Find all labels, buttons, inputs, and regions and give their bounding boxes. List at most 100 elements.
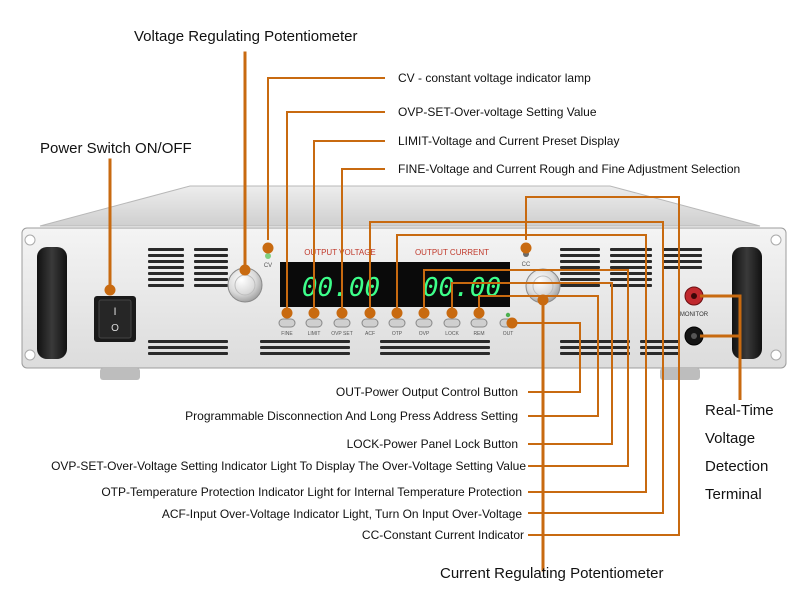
callout-dot-otp bbox=[391, 307, 403, 319]
vent-slot bbox=[148, 272, 184, 275]
callout-dot-rem bbox=[473, 307, 485, 319]
vent-slot bbox=[610, 266, 652, 269]
vent-slot bbox=[610, 260, 652, 263]
vent-slot bbox=[148, 346, 228, 349]
panel-button-label: FINE bbox=[281, 331, 293, 337]
callout-dot-cv bbox=[262, 242, 274, 254]
vent-slot bbox=[640, 352, 680, 355]
leader-lock bbox=[451, 282, 613, 445]
vent-slot bbox=[560, 278, 600, 281]
vent-slot bbox=[662, 260, 702, 263]
vent-slot bbox=[260, 346, 350, 349]
callout-rem: Programmable Disconnection And Long Pres… bbox=[185, 409, 518, 423]
mount-hole bbox=[770, 349, 782, 361]
vent-slot bbox=[194, 260, 228, 263]
mount-hole bbox=[24, 234, 36, 246]
callout-dot-limit bbox=[308, 307, 320, 319]
vent-slot bbox=[560, 266, 600, 269]
vent-slot bbox=[194, 272, 228, 275]
callout-dot-cc bbox=[520, 242, 532, 254]
panel-button-label: LOCK bbox=[445, 331, 459, 337]
switch-off-mark: O bbox=[111, 323, 119, 334]
panel-button bbox=[415, 318, 433, 328]
vent-slot bbox=[194, 284, 228, 287]
voltage-pot-heading: Voltage Regulating Potentiometer bbox=[134, 28, 358, 45]
leader-out bbox=[510, 322, 581, 393]
vent-slot bbox=[662, 254, 702, 257]
vent-slot bbox=[560, 272, 600, 275]
leader-rem bbox=[478, 295, 599, 417]
callout-lock: LOCK-Power Panel Lock Button bbox=[346, 437, 518, 451]
realtime-heading-line3: Detection bbox=[705, 458, 769, 475]
callout-dot-voltage-pot bbox=[239, 264, 251, 276]
panel-button-label: OVP bbox=[419, 331, 430, 337]
callout-dot-ovp-set bbox=[336, 307, 348, 319]
vent-slot bbox=[380, 352, 490, 355]
output-voltage-label: OUTPUT VOLTAGE bbox=[304, 248, 376, 257]
switch-on-mark: I bbox=[113, 306, 116, 318]
callout-dot-ovp bbox=[418, 307, 430, 319]
chassis-top bbox=[39, 185, 761, 227]
callout-dot-current-pot bbox=[537, 294, 549, 306]
panel-button bbox=[388, 318, 406, 328]
leader-cv bbox=[267, 77, 385, 240]
vent-slot bbox=[560, 254, 600, 257]
current-display: 00.00 bbox=[423, 273, 501, 303]
callout-acf: ACF-Input Over-Voltage Indicator Light, … bbox=[161, 507, 522, 521]
leader-ovp-indicator bbox=[423, 269, 629, 467]
vent-slot bbox=[610, 254, 652, 257]
vent-slot bbox=[148, 254, 184, 257]
cv-lamp-label: CV bbox=[264, 263, 272, 269]
vent-slot bbox=[260, 340, 350, 343]
leader-ovp-set-value bbox=[286, 111, 385, 310]
vent-slot bbox=[640, 340, 680, 343]
callout-cv: CV - constant voltage indicator lamp bbox=[398, 71, 591, 85]
callout-ovp-set-value: OVP-SET-Over-voltage Setting Value bbox=[398, 105, 597, 119]
vent-slot bbox=[148, 284, 184, 287]
vent-slot bbox=[148, 340, 228, 343]
callout-dot-acf bbox=[364, 307, 376, 319]
vent-slot bbox=[380, 340, 490, 343]
current-pot-heading: Current Regulating Potentiometer bbox=[440, 565, 664, 582]
vent-slot bbox=[560, 346, 630, 349]
panel-button-label: OVP SET bbox=[331, 331, 353, 337]
foot-left bbox=[100, 368, 140, 380]
vent-slot bbox=[560, 248, 600, 251]
callout-thin-leaders bbox=[267, 77, 742, 536]
panel-button bbox=[278, 318, 296, 328]
vent-slot bbox=[194, 248, 228, 251]
vent-slot bbox=[148, 266, 184, 269]
leader-otp bbox=[396, 234, 647, 493]
panel-button bbox=[470, 318, 488, 328]
callout-fine: FINE-Voltage and Current Rough and Fine … bbox=[398, 162, 741, 176]
callout-dots bbox=[104, 242, 549, 329]
callout-leader-lines bbox=[108, 51, 545, 572]
vent-slot bbox=[662, 266, 702, 269]
leader-acf bbox=[369, 221, 664, 514]
leader-cc bbox=[525, 196, 680, 536]
leader-monitor-positive bbox=[700, 294, 742, 400]
callout-cc: CC-Constant Current Indicator bbox=[361, 528, 524, 542]
realtime-heading-line1: Real-Time bbox=[705, 402, 774, 419]
leader-limit bbox=[313, 140, 385, 310]
vent-slot bbox=[610, 278, 652, 281]
vent-slot bbox=[560, 340, 630, 343]
panel-button-label: ACF bbox=[365, 331, 375, 337]
vent-slot bbox=[148, 260, 184, 263]
vent-slot bbox=[640, 346, 680, 349]
realtime-heading-line2: Voltage bbox=[705, 430, 756, 447]
monitor-terminal-negative-hole bbox=[691, 333, 697, 339]
vent-slot bbox=[662, 248, 702, 251]
vent-slot bbox=[148, 278, 184, 281]
vent-slot bbox=[610, 248, 652, 251]
vent-slot bbox=[194, 254, 228, 257]
panel-button-label: LIMIT bbox=[308, 331, 321, 337]
vent-slot bbox=[560, 260, 600, 263]
vent-slot bbox=[260, 352, 350, 355]
callout-limit: LIMIT-Voltage and Current Preset Display bbox=[398, 134, 620, 148]
vent-slot bbox=[148, 352, 228, 355]
mount-hole bbox=[24, 349, 36, 361]
monitor-terminal-positive-hole bbox=[691, 293, 697, 299]
out-button-label: OUT bbox=[503, 331, 514, 337]
